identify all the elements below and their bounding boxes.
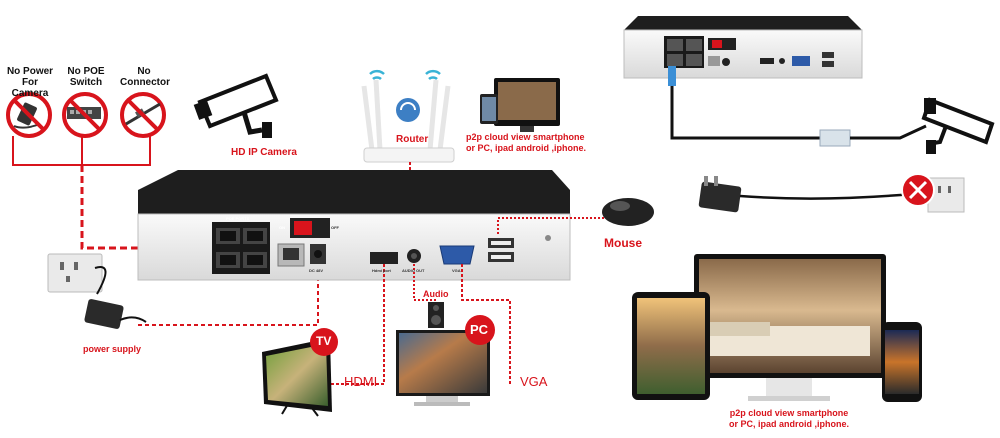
no-poe-switch: [62, 92, 108, 138]
dc-label: DC 48V: [309, 268, 324, 273]
vga-link-line: [461, 264, 511, 384]
usb-ports: [488, 238, 514, 262]
hd-ip-camera-label: HD IP Camera: [231, 147, 297, 158]
no-items-bracket: [12, 136, 151, 166]
hdmi-port-label: Hdmi port: [372, 268, 391, 273]
no-connector: [120, 92, 166, 138]
hdmi-port: [370, 252, 398, 264]
nvr-device: [137, 170, 571, 281]
p2p-bottom-label: p2p cloud view smartphone or PC, ipad an…: [729, 408, 850, 429]
vga-port-label: VGA: [452, 268, 461, 273]
on-label: ON: [279, 225, 285, 230]
wifi-icon: [369, 69, 441, 81]
poe-ports: [212, 222, 270, 274]
audio-port: [407, 249, 421, 263]
ip-camera-icon-right: [921, 97, 995, 154]
power-adapter-right: [698, 176, 913, 213]
nvr-device-small: [623, 16, 863, 79]
no-power-label: No Power For Camera: [6, 66, 54, 99]
no-connector-label: No Connector: [120, 66, 170, 88]
wall-socket-left: [47, 253, 103, 293]
tv-badge: [310, 328, 338, 356]
audio-label: Audio: [423, 289, 449, 299]
power-supply-label: power supply: [83, 344, 142, 354]
large-monitor-icon: [694, 254, 886, 401]
tv-icon: [262, 338, 332, 417]
hdmi-link-line: [330, 264, 385, 385]
vga-label: VGA: [520, 374, 548, 389]
mouse-link-line: [497, 217, 604, 236]
power-switch: [290, 218, 330, 238]
p2p-top-label: p2p cloud view smartphone or PC, ipad an…: [466, 132, 587, 153]
power-supply-adapter: [84, 266, 147, 329]
mouse-icon: [602, 198, 654, 226]
ethernet-cable: [668, 66, 927, 147]
pc-badge: [465, 315, 495, 345]
hdmi-label: HDMI: [344, 374, 378, 389]
tv-badge-label: TV: [316, 334, 332, 348]
router-label: Router: [396, 134, 429, 145]
poe-ports-label: POE PORTS: [226, 216, 250, 221]
off-label: OFF: [331, 225, 339, 230]
viewing-devices-top: [480, 78, 560, 132]
no-power-for-camera: [6, 92, 52, 138]
ip-camera-icon: [193, 73, 279, 138]
pc-badge-label: PC: [470, 322, 489, 337]
speaker-icon: [428, 302, 444, 328]
router-icon: [361, 69, 455, 163]
mouse-label: Mouse: [604, 236, 643, 250]
tablet-icon: [632, 292, 710, 400]
dc-jack: [310, 244, 326, 264]
vga-port: [439, 245, 475, 265]
dashed-power-link: [138, 272, 319, 326]
smartphone-icon: [882, 322, 922, 402]
audio-link-line: [413, 264, 436, 301]
lan-port: [277, 243, 305, 267]
no-poe-switch-label: No POE Switch: [67, 66, 105, 88]
prohibited-icon: [901, 173, 935, 207]
audio-out-label: AUDIO OUT: [402, 268, 425, 273]
